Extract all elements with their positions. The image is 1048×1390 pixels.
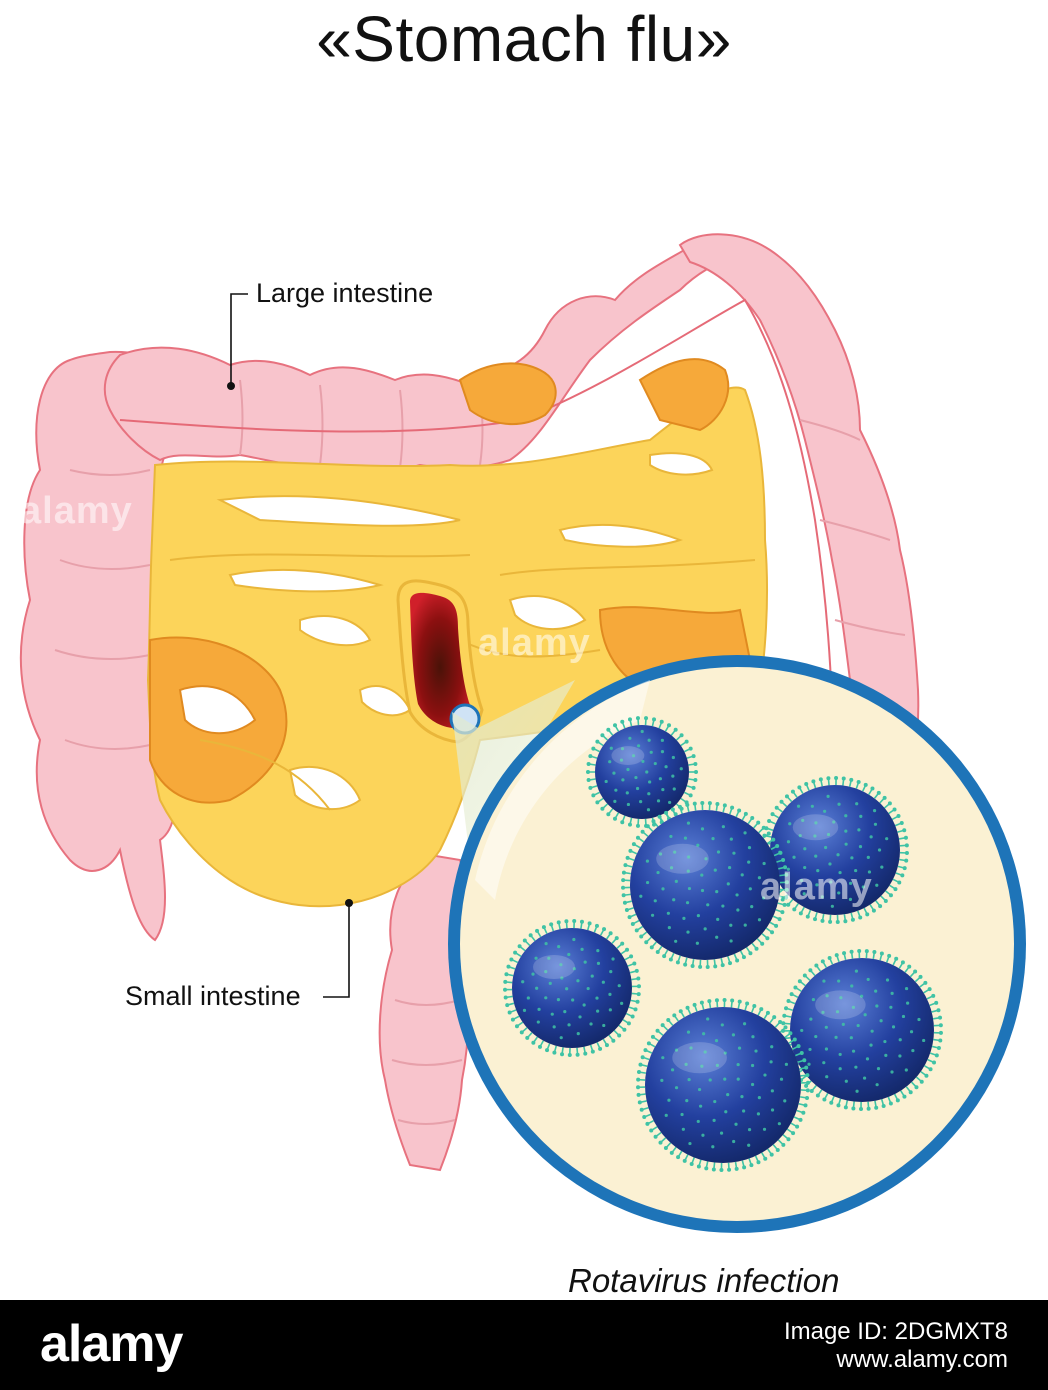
small-intestine-leader	[323, 905, 350, 998]
rotavirus-particle	[586, 716, 698, 828]
watermark: alamy	[478, 622, 591, 664]
diagram-title: «Stomach flu»	[316, 3, 732, 75]
transverse-colon	[103, 235, 747, 471]
large-intestine-label: Large intestine	[256, 278, 434, 308]
large-intestine	[19, 233, 920, 1172]
large-intestine-leader	[230, 293, 248, 384]
label-leaders	[227, 293, 353, 998]
small-intestine-loop	[638, 358, 730, 432]
magnifier-lens	[448, 655, 1026, 1233]
image-id: Image ID: 2DGMXT8	[783, 1318, 1008, 1345]
rotavirus-particle	[761, 776, 909, 924]
caption-rotavirus: Rotavirus infection	[568, 1262, 840, 1299]
watermark: alamy	[760, 866, 873, 908]
rotavirus-particle	[621, 801, 789, 969]
small-intestine-label: Small intestine	[125, 981, 301, 1011]
footer-bar: alamy Image ID: 2DGMXT8 www.alamy.com	[0, 1300, 1048, 1390]
rotavirus-particle	[781, 949, 943, 1111]
inflamed-lumen	[410, 592, 470, 728]
inflamed-section	[396, 579, 484, 744]
intestine-diagram	[19, 233, 1026, 1233]
footer-image-info: Image ID: 2DGMXT8 www.alamy.com	[784, 1318, 1008, 1374]
small-intestine-loop	[458, 362, 557, 426]
watermark: a	[366, 497, 383, 528]
rotavirus-particle	[636, 998, 810, 1172]
virus-particles	[503, 716, 943, 1172]
site-url: www.alamy.com	[836, 1346, 1008, 1373]
footer-logo: alamy	[40, 1315, 183, 1373]
rotavirus-particle	[503, 919, 641, 1057]
watermark: alamy	[20, 490, 133, 532]
